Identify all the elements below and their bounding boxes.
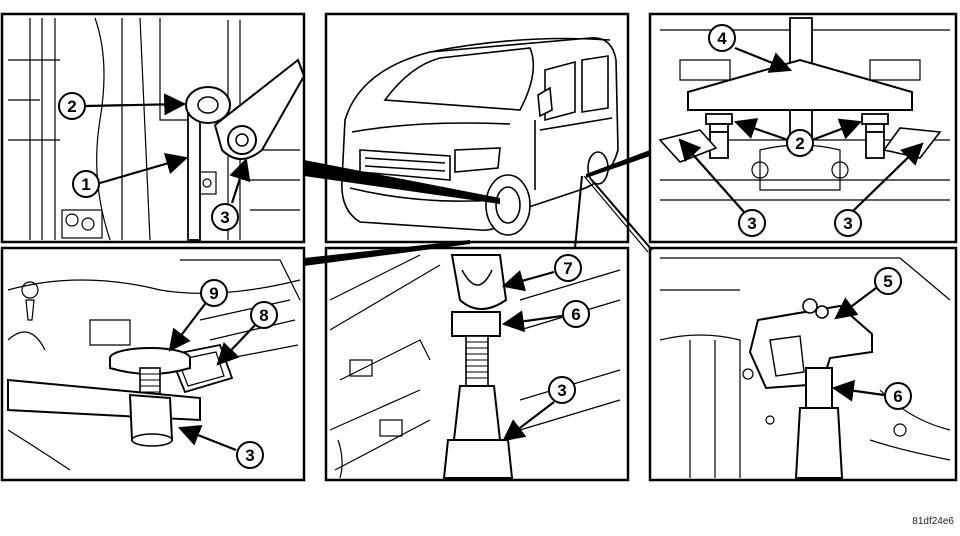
panel-hook-collar: 7 6 3 [324,246,630,482]
callout-2-pads: 2 [786,129,814,157]
svg-text:3: 3 [557,381,566,400]
panel-jack-pad-bracket: 9 8 3 [0,246,306,482]
svg-text:2: 2 [795,134,804,153]
svg-text:3: 3 [220,208,229,227]
callout-3-jack: 3 [548,376,576,404]
callout-3-jack-handle: 3 [211,203,239,231]
callout-4-beam: 4 [708,24,736,52]
callout-3-jack: 3 [236,441,264,469]
svg-text:4: 4 [717,29,727,48]
connector-lines [304,150,653,266]
svg-text:3: 3 [245,446,254,465]
callout-5-bracket: 5 [874,267,902,295]
callout-6-collar: 6 [562,300,590,328]
svg-text:9: 9 [209,284,218,303]
svg-text:8: 8 [259,306,268,325]
panel-bracket-post: 5 6 [648,246,958,482]
svg-text:1: 1 [81,175,90,194]
svg-text:2: 2 [67,97,76,116]
svg-text:3: 3 [843,214,852,233]
callout-2-pivot-plate: 2 [58,92,86,120]
panel-van-overview [324,12,630,244]
callout-6-post: 6 [884,382,912,410]
svg-text:3: 3 [747,214,756,233]
panel-pivot-detail: 2 1 3 [0,12,306,244]
figure-id-label: 81df24e6 [912,516,954,527]
svg-text:6: 6 [571,305,580,324]
panel-rear-axle-beam: 4 2 3 3 [648,12,958,244]
svg-text:7: 7 [563,259,572,278]
callout-3-jack-right: 3 [834,209,862,237]
svg-text:5: 5 [883,272,892,291]
callout-8-bracket: 8 [250,301,278,329]
callout-3-jack-left: 3 [738,209,766,237]
svg-text:6: 6 [893,387,902,406]
callout-7-hook: 7 [554,254,582,282]
callout-9-pad: 9 [200,279,228,307]
callout-1-pivot-post: 1 [72,170,100,198]
